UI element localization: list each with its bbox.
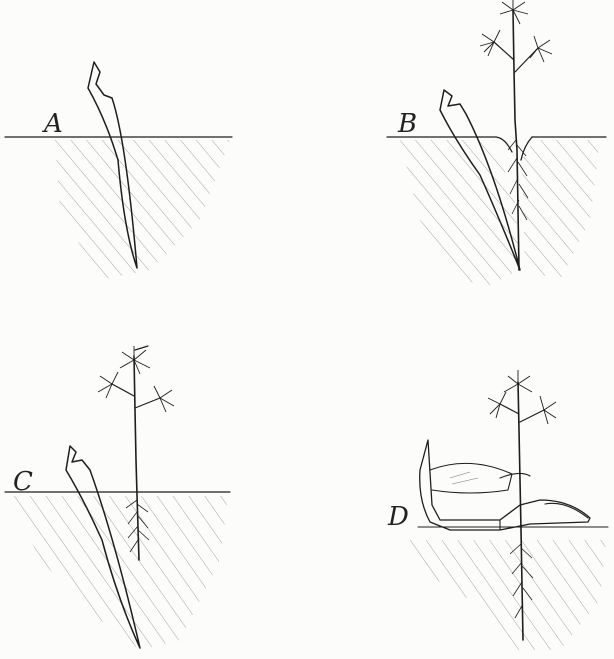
panel-a: A	[5, 62, 232, 280]
panel-d-label: D	[387, 502, 409, 532]
ground-icon	[395, 527, 608, 650]
ground-icon	[5, 137, 232, 280]
panel-d: D	[387, 370, 608, 650]
panel-b-label: B	[397, 109, 417, 139]
panel-b: B	[387, 0, 606, 285]
ground-icon	[5, 492, 230, 650]
boot-icon	[420, 440, 590, 530]
panel-c: C	[5, 346, 230, 650]
panel-a-label: A	[42, 109, 63, 139]
ground-icon	[387, 137, 606, 285]
